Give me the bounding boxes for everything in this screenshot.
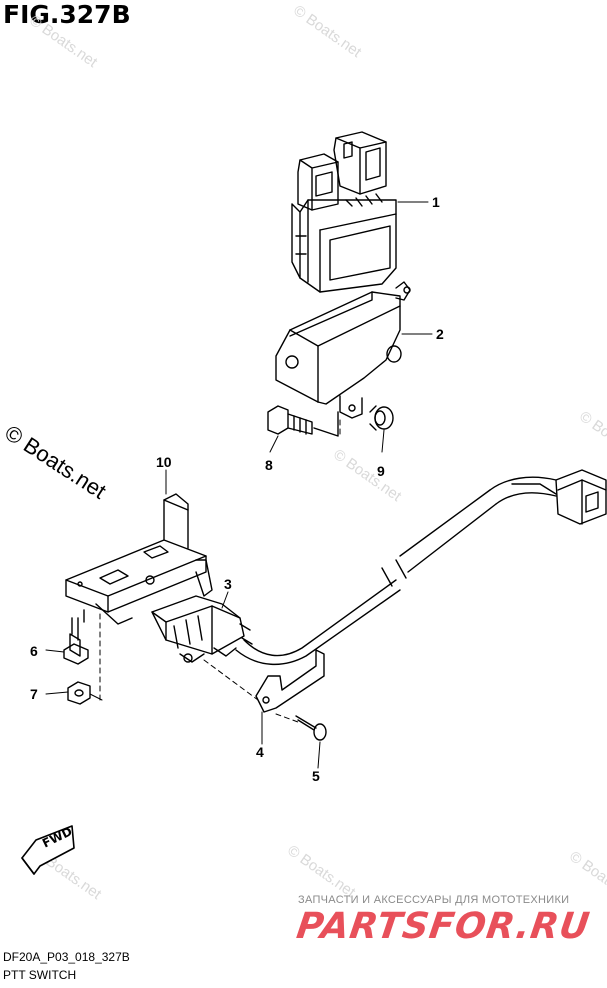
shop-logo: PARTSFOR.RU [294,906,593,947]
leader-lines [45,201,433,769]
dashed-leader-lines [99,419,341,723]
bolt-6-drawing [63,617,89,665]
callout-7: 7 [30,686,38,702]
figure-caption: PTT SWITCH [3,968,77,982]
callout-9: 9 [377,463,385,479]
ptt-switch-drawing [151,595,253,663]
figure-code: DF20A_P03_018_327B [3,950,130,964]
wire-harness-drawing [235,469,607,666]
callout-3: 3 [224,576,232,592]
callout-10: 10 [156,454,172,470]
shop-tagline: ЗАПЧАСТИ И АКСЕССУАРЫ ДЛЯ МОТОТЕХНИКИ [298,894,570,906]
wire-clamp-drawing [255,649,325,713]
callout-8: 8 [265,457,273,473]
grommet-9-drawing [369,405,394,431]
fwd-arrow-icon [21,825,75,875]
figure-title: FIG.327B [3,0,131,29]
switch-case-drawing [275,281,411,419]
screw-5-drawing [295,715,327,741]
callout-5: 5 [312,768,320,784]
nut-7-drawing [67,681,91,705]
ptt-switch-unit-drawing [291,131,397,293]
callout-6: 6 [30,643,38,659]
callout-2: 2 [436,326,444,342]
bolt-8-drawing [267,405,339,437]
callout-1: 1 [432,194,440,210]
bracket-drawing [65,493,213,625]
callout-4: 4 [256,744,264,760]
